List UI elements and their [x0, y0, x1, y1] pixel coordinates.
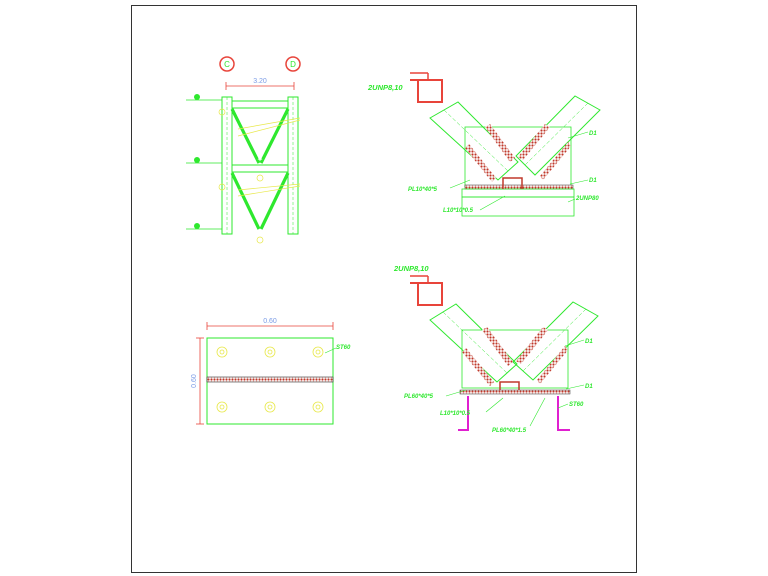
axis-bubble-c [219, 56, 235, 72]
bolt-holes [216, 346, 324, 413]
sheet-border [131, 5, 637, 573]
detail-bottom-section-label: 2UNP8,10 [393, 264, 429, 273]
detail-top-weld-left [485, 124, 515, 162]
plate-width-dimension: 0.60 [263, 318, 277, 325]
detail-top-base-weld [464, 184, 574, 190]
axis-label-c: C [224, 60, 230, 69]
detail-top-section-label: 2UNP8,10 [367, 83, 403, 92]
span-dimension: 3.20 [253, 78, 267, 85]
detail-top-bottom-plate [461, 188, 575, 198]
detail-top-label-d1: D1 [589, 131, 597, 137]
detail-top-angle [502, 177, 523, 189]
detail-bottom-weld-right-2 [537, 346, 568, 384]
frame-elevation: C D 3.20 [186, 56, 301, 244]
detail-bottom-label-angle: L10*10*0.5 [440, 411, 471, 417]
mid-beam [231, 164, 289, 173]
detail-bottom: 2UNP8,10 D1 D1 PL60*40*5 L10*10*0.5 PL60… [393, 264, 599, 434]
detail-top-weld-right [518, 124, 550, 160]
plate-height-dimension: 0.60 [191, 374, 198, 388]
detail-top-weld-right-2 [540, 142, 571, 180]
detail-top-label-d1b: D1 [589, 178, 597, 184]
detail-bottom-right-channel [557, 396, 570, 431]
v-bracing [230, 108, 290, 230]
detail-bottom-weld-right [516, 327, 548, 364]
plate-label: ST60 [336, 345, 351, 351]
detail-bottom-label-right: ST60 [569, 402, 584, 408]
detail-top-weld-left-2 [465, 144, 496, 182]
top-beam [231, 100, 289, 109]
center-weld-strip [206, 376, 334, 383]
detail-top-label-angle: L10*10*0.5 [443, 208, 474, 214]
detail-top-right-brace [515, 95, 601, 176]
detail-bottom-label-plate: PL60*40*5 [404, 394, 434, 400]
axis-bubble-d [285, 56, 301, 72]
detail-top-left-brace [429, 101, 519, 181]
axis-label-d: D [290, 60, 296, 69]
plan-plate: 0.60 0.60 ST60 [191, 318, 351, 425]
level-markers [186, 94, 222, 230]
detail-top: 2UNP8,10 D1 D1 PL10*40*5 L10*10*0.5 [367, 72, 601, 217]
detail-top-label-column: 2UNP80 [575, 196, 599, 202]
detail-bottom-base-weld [459, 389, 571, 395]
detail-bottom-label-d1: D1 [585, 339, 593, 345]
detail-bottom-label-base-plate: PL60*40*1.5 [492, 428, 527, 434]
detail-bottom-angle [499, 381, 520, 390]
detail-bottom-label-d1b: D1 [585, 384, 593, 390]
detail-bottom-weld-left-2 [462, 348, 494, 386]
detail-top-column [461, 196, 575, 217]
detail-leaders [218, 108, 301, 244]
detail-top-label-bottom-plate: PL10*40*5 [408, 187, 438, 193]
detail-bottom-left-channel [458, 396, 469, 431]
detail-top-profile [417, 79, 443, 103]
detail-bottom-profile [417, 282, 443, 306]
detail-bottom-gusset [461, 329, 569, 389]
detail-bottom-weld-left [482, 327, 513, 366]
